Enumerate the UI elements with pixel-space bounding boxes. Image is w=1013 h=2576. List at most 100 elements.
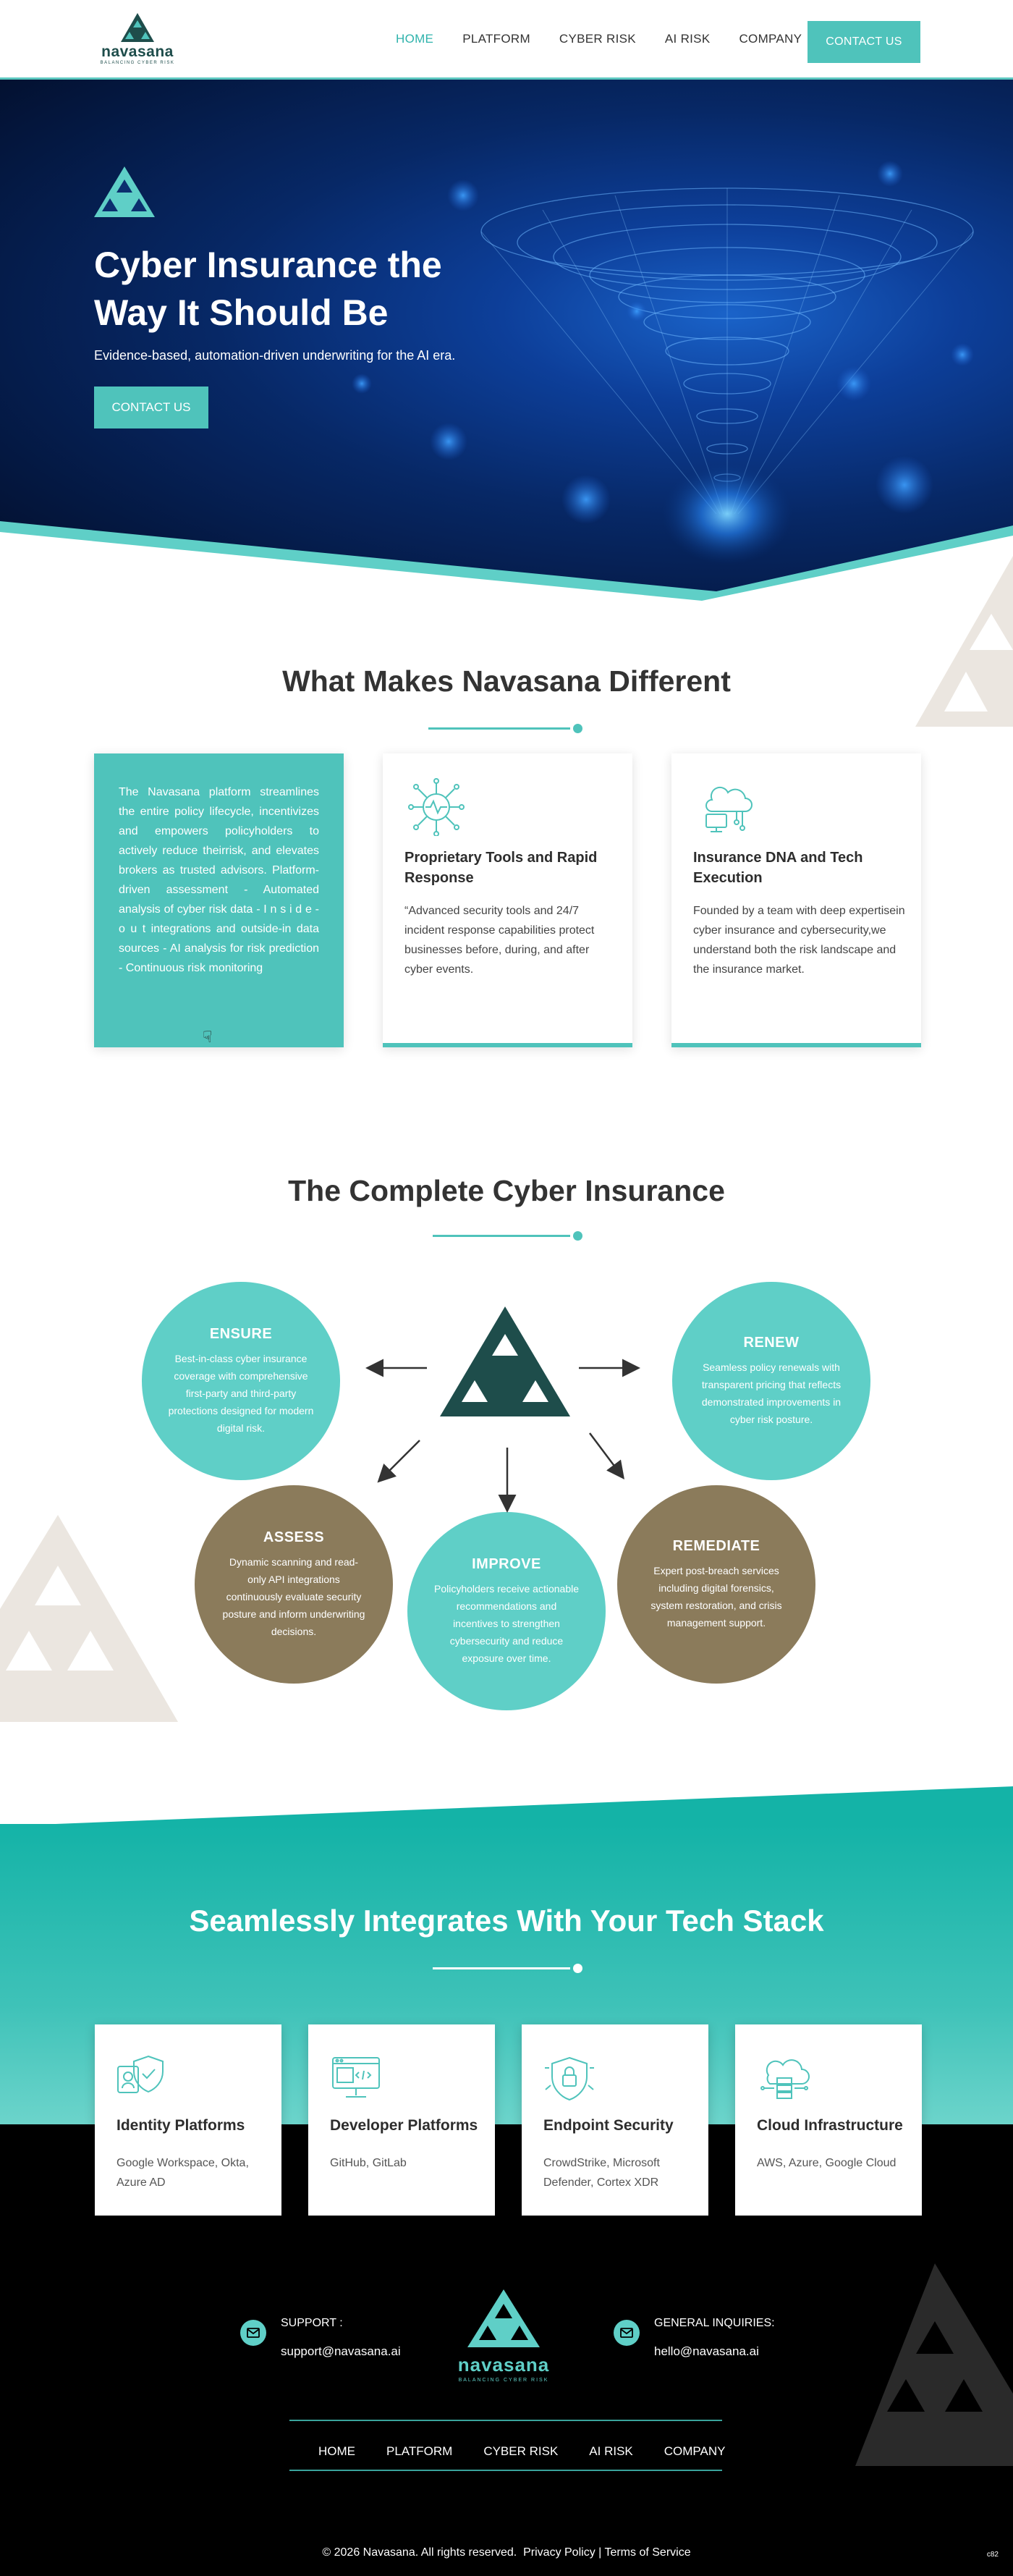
integration-card-text: GitHub, GitLab	[330, 2157, 407, 2169]
footer-link-cyber-risk[interactable]: CYBER RISK	[483, 2444, 559, 2458]
hero-contact-button[interactable]: CONTACT US	[94, 387, 208, 428]
step-text: Best-in-class cyber insurance coverage w…	[168, 1352, 314, 1434]
step-text: Expert post-breach services including di…	[650, 1564, 782, 1629]
step-ensure: ENSURE Best-in-class cyber insurance cov…	[142, 1282, 340, 1480]
card-accent-bar	[383, 1043, 632, 1047]
logo-triangle-icon	[121, 13, 154, 42]
platform-intro-text: The Navasana platform streamlines the en…	[119, 786, 319, 974]
footer-link-home[interactable]: HOME	[318, 2444, 355, 2458]
integration-card-title: Developer Platforms	[330, 2117, 478, 2134]
platform-intro-card: The Navasana platform streamlines the en…	[94, 753, 344, 1047]
hero-title: Cyber Insurance the Way It Should Be	[94, 241, 455, 337]
hand-cursor-icon: ☟	[203, 1028, 213, 1046]
hero-title-line1: Cyber Insurance the	[94, 245, 442, 285]
support-label: SUPPORT :	[281, 2317, 343, 2329]
step-title: REMEDIATE	[672, 1537, 760, 1554]
step-text: Seamless policy renewals with transparen…	[701, 1361, 842, 1425]
identity-shield-icon	[116, 2053, 169, 2102]
complete-divider	[433, 1230, 589, 1241]
general-inquiries-label: GENERAL INQUIRIES:	[654, 2317, 775, 2329]
integration-card: Identity Platforms Google Workspace, Okt…	[95, 2024, 281, 2216]
hero-logo-triangle-icon	[94, 166, 155, 217]
footer-link-company[interactable]: COMPANY	[664, 2444, 726, 2458]
logo-word: navasana	[101, 43, 174, 60]
cloud-monitor-icon	[698, 778, 755, 840]
integration-card-text: Google Workspace, Okta, Azure AD	[116, 2157, 249, 2189]
general-email-link[interactable]: hello@navasana.ai	[654, 2344, 759, 2358]
step-remediate: REMEDIATE Expert post-breach services in…	[617, 1485, 815, 1684]
copyright-text: © 2026 Navasana. All rights reserved.	[322, 2546, 517, 2559]
nav-item-home[interactable]: HOME	[396, 32, 434, 46]
feature-card-title: Proprietary Tools and Rapid Response	[404, 850, 598, 886]
integration-card-title: Endpoint Security	[543, 2117, 674, 2134]
feature-card: Insurance DNA and Tech Execution Founded…	[671, 753, 921, 1047]
nav-item-company[interactable]: COMPANY	[739, 32, 802, 46]
different-divider	[428, 723, 585, 733]
card-accent-bar	[671, 1043, 921, 1047]
footer-decorative-triangle	[855, 2263, 1013, 2466]
feature-card-text: Founded by a team with deep expertisein …	[693, 905, 905, 976]
integration-card: Endpoint Security CrowdStrike, Microsoft…	[522, 2024, 708, 2216]
cycle-diagram-arrows	[365, 1306, 640, 1513]
brand-logo[interactable]: navasana BALANCING CYBER RISK	[94, 13, 181, 69]
step-improve: IMPROVE Policyholders receive actionable…	[407, 1512, 606, 1710]
support-contact: SUPPORT : support@navasana.ai	[240, 2314, 401, 2359]
footer-menu: HOME PLATFORM CYBER RISK AI RISK COMPANY	[318, 2444, 756, 2459]
privacy-policy-link[interactable]: Privacy Policy	[523, 2546, 595, 2559]
mail-icon	[614, 2320, 640, 2346]
footer-logo[interactable]: navasana BALANCING CYBER RISK	[446, 2289, 561, 2383]
decorative-triangle-left	[0, 1515, 178, 1722]
center-logo-triangle-icon	[440, 1306, 570, 1416]
step-title: ENSURE	[209, 1325, 273, 1342]
footer-link-platform[interactable]: PLATFORM	[386, 2444, 453, 2458]
integration-card: Cloud Infrastructure AWS, Azure, Google …	[735, 2024, 922, 2216]
decorative-triangle-right	[915, 556, 1013, 727]
step-assess: ASSESS Dynamic scanning and read-only AP…	[195, 1485, 393, 1684]
security-lock-icon	[543, 2053, 595, 2108]
integration-card: Developer Platforms GitHub, GitLab	[308, 2024, 495, 2216]
different-title: What Makes Navasana Different	[282, 664, 731, 698]
integrations-title: Seamlessly Integrates With Your Tech Sta…	[189, 1904, 824, 1938]
feature-card-title: Insurance DNA and Tech Execution	[693, 850, 863, 886]
nav-item-ai-risk[interactable]: AI RISK	[664, 32, 711, 46]
integration-card-text: AWS, Azure, Google Cloud	[757, 2157, 897, 2169]
feature-card-text: “Advanced security tools and 24/7 incide…	[404, 905, 595, 976]
corner-badge: c82	[986, 2551, 999, 2559]
hero-title-line2: Way It Should Be	[94, 292, 389, 333]
step-renew: RENEW Seamless policy renewals with tran…	[672, 1282, 870, 1480]
integrations-divider	[433, 1963, 585, 1973]
copyright-separator: |	[598, 2546, 602, 2559]
integration-card-title: Identity Platforms	[116, 2117, 245, 2134]
step-title: IMPROVE	[472, 1555, 541, 1572]
footer-divider-bottom	[289, 2470, 722, 2471]
nav-item-platform[interactable]: PLATFORM	[462, 32, 530, 46]
general-contact: GENERAL INQUIRIES: hello@navasana.ai	[614, 2314, 775, 2359]
mail-icon	[240, 2320, 266, 2346]
contact-us-button[interactable]: CONTACT US	[808, 21, 920, 63]
developer-screen-icon	[330, 2053, 382, 2105]
footer-logo-tagline: BALANCING CYBER RISK	[458, 2378, 549, 2383]
top-nav: navasana BALANCING CYBER RISK HOME PLATF…	[0, 0, 1013, 80]
terms-of-service-link[interactable]: Terms of Service	[604, 2546, 691, 2559]
step-title: RENEW	[743, 1334, 800, 1351]
step-title: ASSESS	[263, 1529, 325, 1545]
step-text: Policyholders receive actionable recomme…	[434, 1582, 579, 1664]
complete-title: The Complete Cyber Insurance	[288, 1174, 725, 1207]
integration-slant	[0, 1786, 1013, 1830]
main-menu: HOME PLATFORM CYBER RISK AI RISK COMPANY	[396, 32, 831, 46]
footer-divider-top	[289, 2420, 722, 2421]
integration-card-text: CrowdStrike, Microsoft Defender, Cortex …	[543, 2157, 660, 2189]
integration-card-title: Cloud Infrastructure	[757, 2117, 903, 2134]
feature-card: Proprietary Tools and Rapid Response “Ad…	[383, 753, 632, 1047]
nav-item-cyber-risk[interactable]: CYBER RISK	[559, 32, 636, 46]
logo-tagline: BALANCING CYBER RISK	[100, 61, 175, 65]
hero-funnel-graphic	[0, 161, 1013, 601]
hero-content: Cyber Insurance the Way It Should Be Evi…	[94, 166, 455, 428]
footer-link-ai-risk[interactable]: AI RISK	[589, 2444, 633, 2458]
hero-subtitle: Evidence-based, automation-driven underw…	[94, 348, 456, 363]
support-email-link[interactable]: support@navasana.ai	[281, 2344, 401, 2358]
network-pulse-icon	[407, 778, 465, 840]
hero-section: Cyber Insurance the Way It Should Be Evi…	[0, 80, 1013, 601]
footer-logo-triangle-icon	[467, 2289, 540, 2347]
